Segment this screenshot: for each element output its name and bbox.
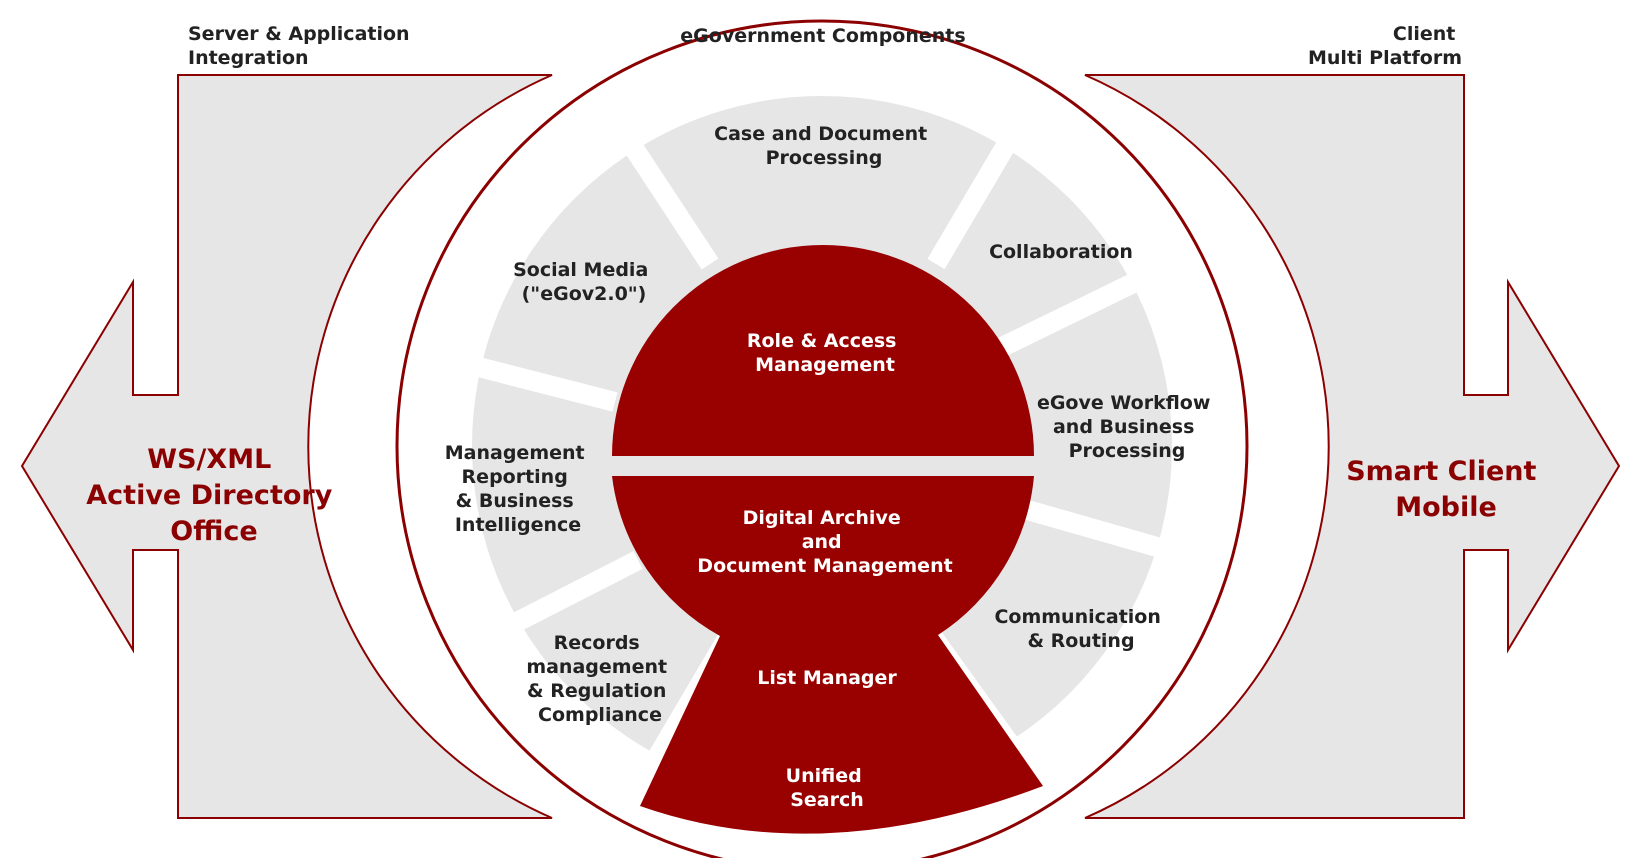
segment-communication: Communication & Routing (994, 606, 1167, 652)
role-access-core (612, 245, 1034, 456)
header-server-integration: Server & Application Integration (188, 23, 416, 69)
core-role-access: Role & Access Management (747, 330, 903, 376)
segment-social-media: Social Media ("eGov2.0") (513, 259, 655, 305)
digital-archive-core (612, 476, 1043, 834)
segment-management-reporting: Management Reporting & Business Intellig… (445, 442, 591, 536)
segment-case-document: Case and Document Processing (714, 123, 934, 169)
segment-workflow: eGove Workflow and Business Processing (1037, 392, 1217, 462)
left-arrow-label: WS/XML Active Directory Office (86, 444, 341, 547)
right-arrow-shape (1084, 74, 1621, 819)
core-list-manager: List Manager (757, 667, 897, 689)
core-digital-archive: Digital Archive and Document Management (697, 507, 952, 577)
segment-collaboration: Collaboration (989, 241, 1133, 263)
left-arrow-shape (20, 74, 553, 819)
header-client-platform: Client Multi Platform (1308, 23, 1462, 69)
segment-records: Records management & Regulation Complian… (526, 632, 673, 726)
header-egovernment-components: eGovernment Components (680, 25, 965, 47)
right-arrow-label: Smart Client Mobile (1346, 456, 1546, 523)
core-unified-search: Unified Search (786, 765, 869, 811)
